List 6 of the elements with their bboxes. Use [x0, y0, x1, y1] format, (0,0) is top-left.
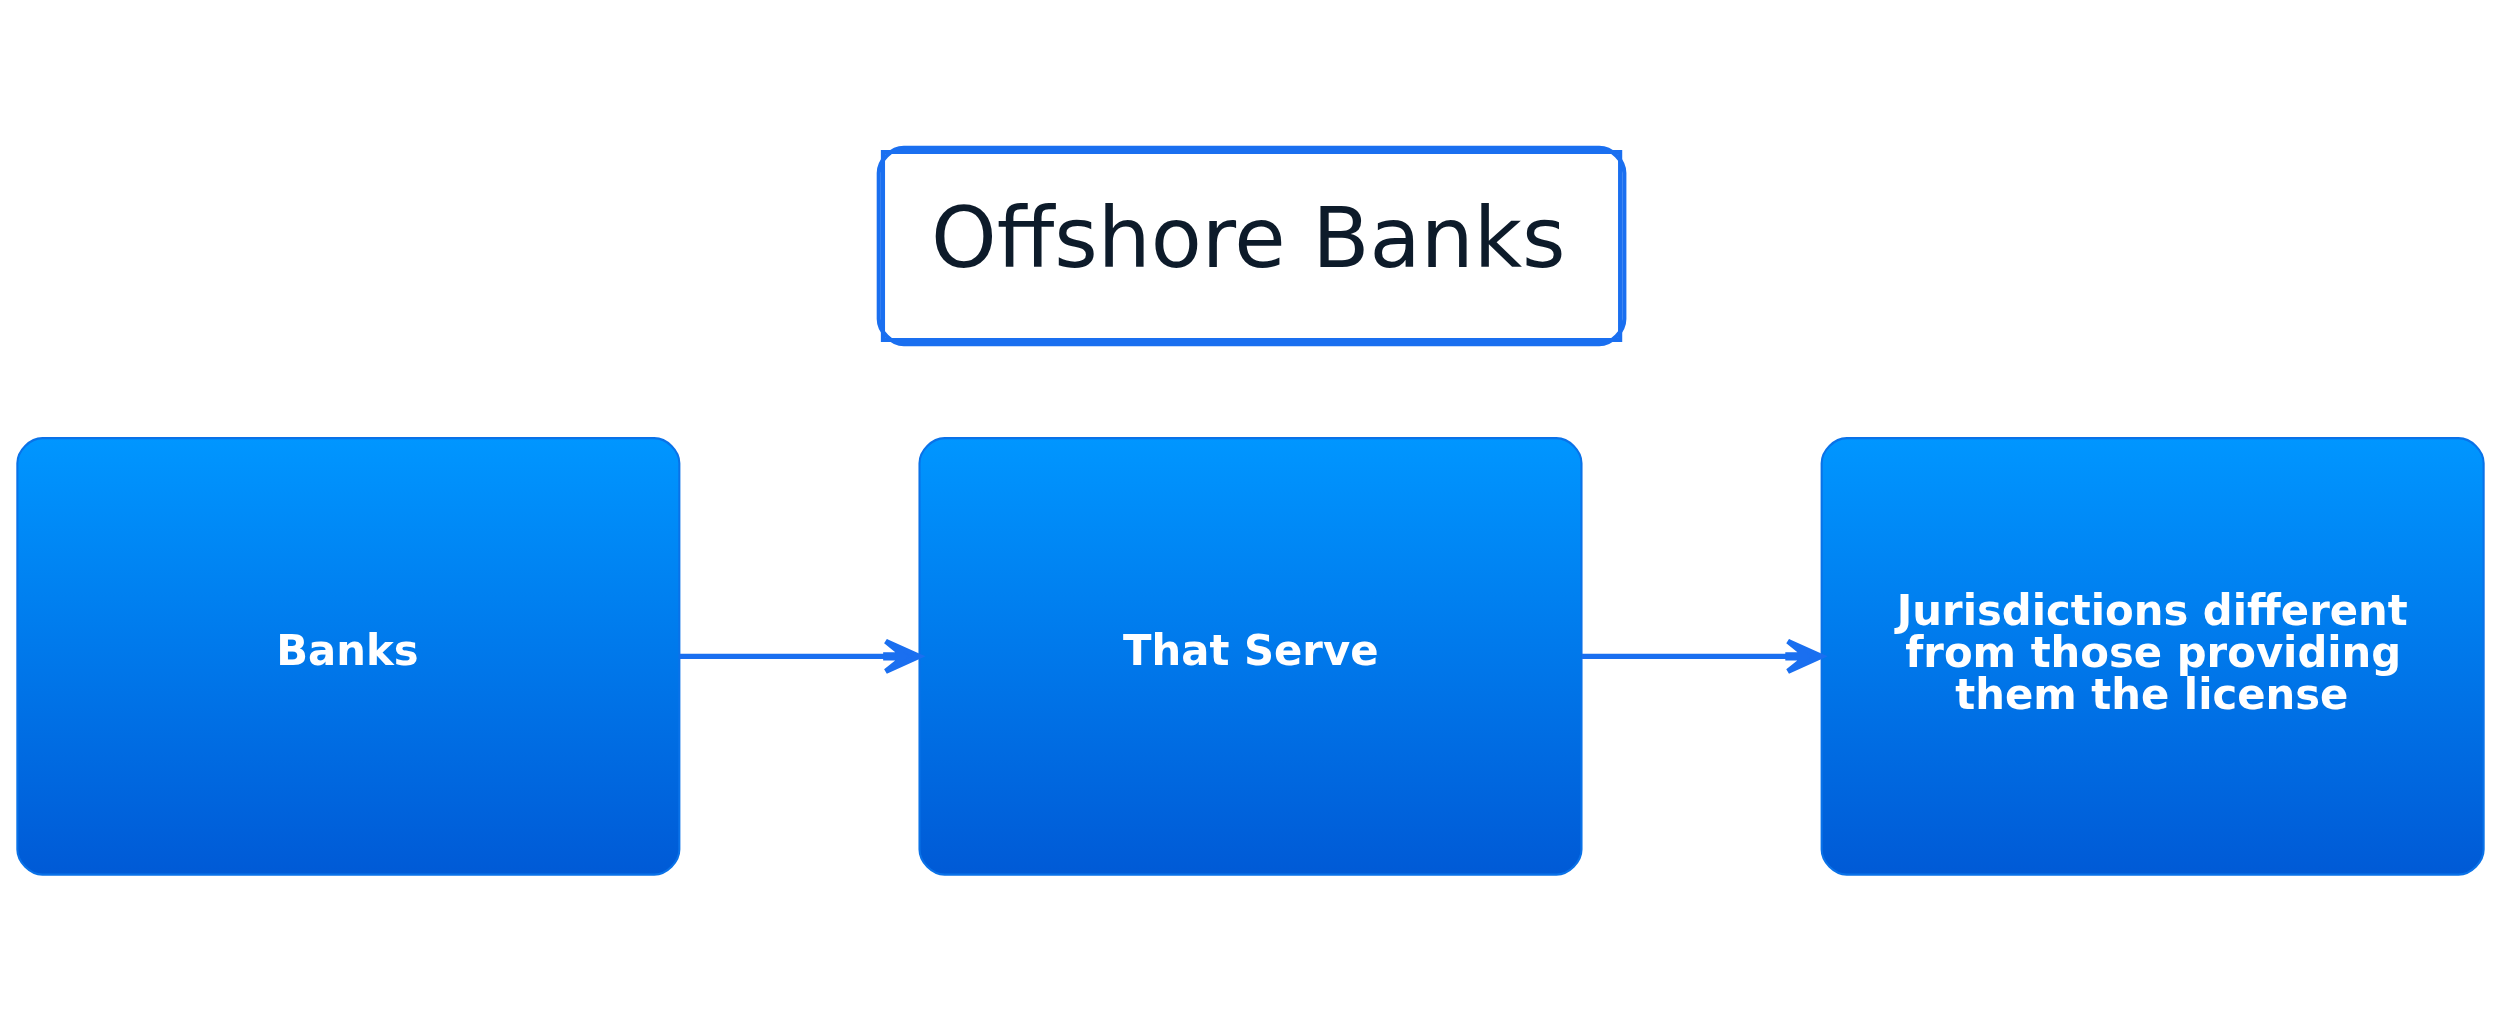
- node-box: Banks: [15, 436, 680, 876]
- arrow: [679, 638, 922, 674]
- arrow: [1581, 638, 1824, 674]
- node-box: That Serve: [917, 436, 1583, 876]
- diagram-title: Offshore Banks: [930, 188, 1566, 287]
- node-box: Jurisdictions different from those providing them the license: [1820, 436, 2485, 876]
